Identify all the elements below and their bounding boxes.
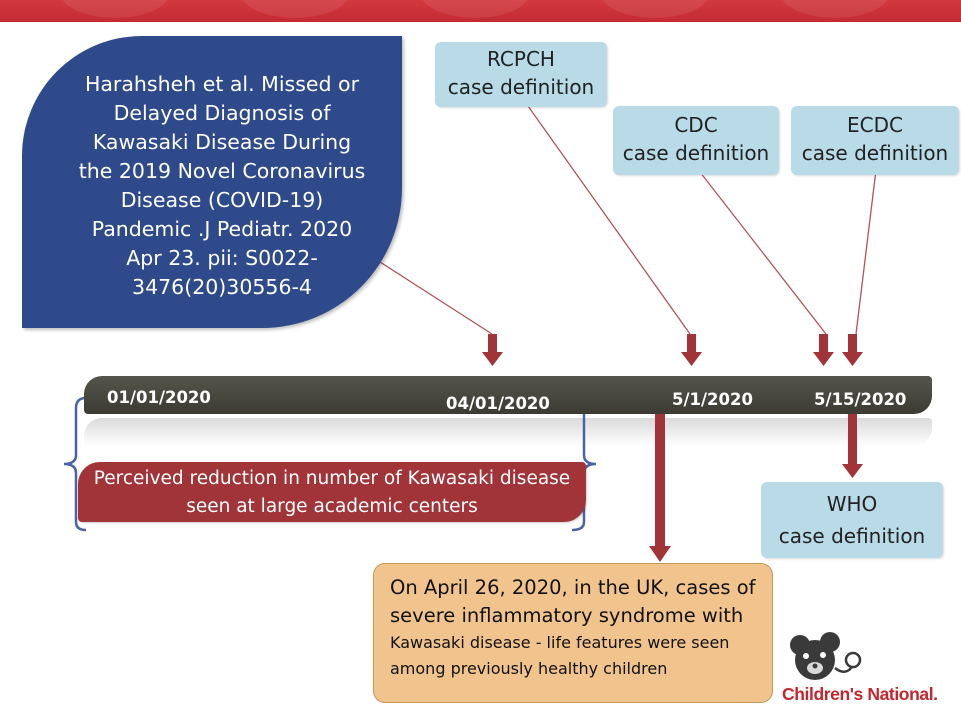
citation-line: 3476(20)30556-4 bbox=[132, 275, 312, 299]
timeline-date: 04/01/2020 bbox=[446, 394, 550, 413]
callout-title: WHO bbox=[826, 492, 878, 516]
rcpch-callout: RCPCH case definition bbox=[435, 42, 607, 107]
callout-subtitle: case definition bbox=[447, 75, 595, 99]
arrow-down-icon bbox=[842, 334, 863, 366]
header-decoration bbox=[420, 0, 530, 18]
citation-box: Harahsheh et al. Missed or Delayed Diagn… bbox=[22, 36, 402, 328]
header-band bbox=[0, 0, 961, 22]
callout-title: RCPCH bbox=[487, 47, 555, 71]
down-arrows bbox=[482, 334, 863, 562]
cdc-connector-line bbox=[699, 171, 827, 335]
citation-connector-line bbox=[379, 261, 493, 335]
ecdc-callout: ECDC case definition bbox=[791, 106, 959, 175]
uk-cases-box: On April 26, 2020, in the UK, cases of s… bbox=[373, 563, 773, 703]
arrow-down-icon bbox=[842, 414, 863, 478]
reduction-box: Perceived reduction in number of Kawasak… bbox=[78, 462, 586, 522]
arrow-down-icon bbox=[649, 414, 671, 562]
citation-line: Kawasaki Disease During bbox=[92, 130, 352, 154]
header-decoration bbox=[600, 0, 710, 18]
teddy-bear-icon bbox=[790, 632, 862, 680]
citation-line: Delayed Diagnosis of bbox=[113, 101, 331, 125]
who-callout: WHO case definition bbox=[761, 482, 943, 558]
uk-line: severe inflammatory syndrome with bbox=[390, 604, 744, 627]
callout-subtitle: case definition bbox=[778, 524, 926, 548]
timeline-reflection bbox=[84, 418, 932, 446]
cdc-callout: CDC case definition bbox=[613, 106, 779, 175]
header-decoration bbox=[60, 0, 170, 18]
childrens-national-logo: Children's National. bbox=[782, 684, 938, 704]
callout-subtitle: case definition bbox=[801, 141, 949, 165]
arrow-down-icon bbox=[482, 334, 503, 366]
timeline-bar bbox=[84, 376, 932, 414]
header-decoration bbox=[240, 0, 350, 18]
reduction-line: seen at large academic centers bbox=[186, 496, 478, 517]
citation-line: Disease (COVID-19) bbox=[120, 188, 324, 212]
citation-line: the 2019 Novel Coronavirus bbox=[78, 159, 366, 183]
citation-line: Apr 23. pii: S0022- bbox=[126, 246, 318, 270]
left-bracket bbox=[63, 396, 87, 532]
timeline-date: 5/1/2020 bbox=[672, 390, 753, 409]
uk-line: Kawasaki disease - life features were se… bbox=[390, 633, 730, 652]
callout-subtitle: case definition bbox=[622, 141, 770, 165]
timeline-date: 01/01/2020 bbox=[107, 388, 211, 407]
uk-line: On April 26, 2020, in the UK, cases of bbox=[390, 576, 756, 599]
citation-line: Harahsheh et al. Missed or bbox=[84, 72, 360, 96]
reduction-line: Perceived reduction in number of Kawasak… bbox=[93, 468, 571, 489]
arrow-down-icon bbox=[681, 334, 702, 366]
citation-line: Pandemic .J Pediatr. 2020 bbox=[91, 217, 353, 241]
rcpch-connector-line bbox=[527, 105, 691, 335]
timeline-date: 5/15/2020 bbox=[814, 390, 907, 409]
arrow-down-icon bbox=[813, 334, 834, 366]
header-decoration bbox=[780, 0, 890, 18]
ecdc-connector-line bbox=[855, 169, 877, 335]
uk-line: among previously healthy children bbox=[390, 659, 668, 678]
callout-title: ECDC bbox=[847, 113, 903, 137]
callout-title: CDC bbox=[674, 113, 718, 137]
